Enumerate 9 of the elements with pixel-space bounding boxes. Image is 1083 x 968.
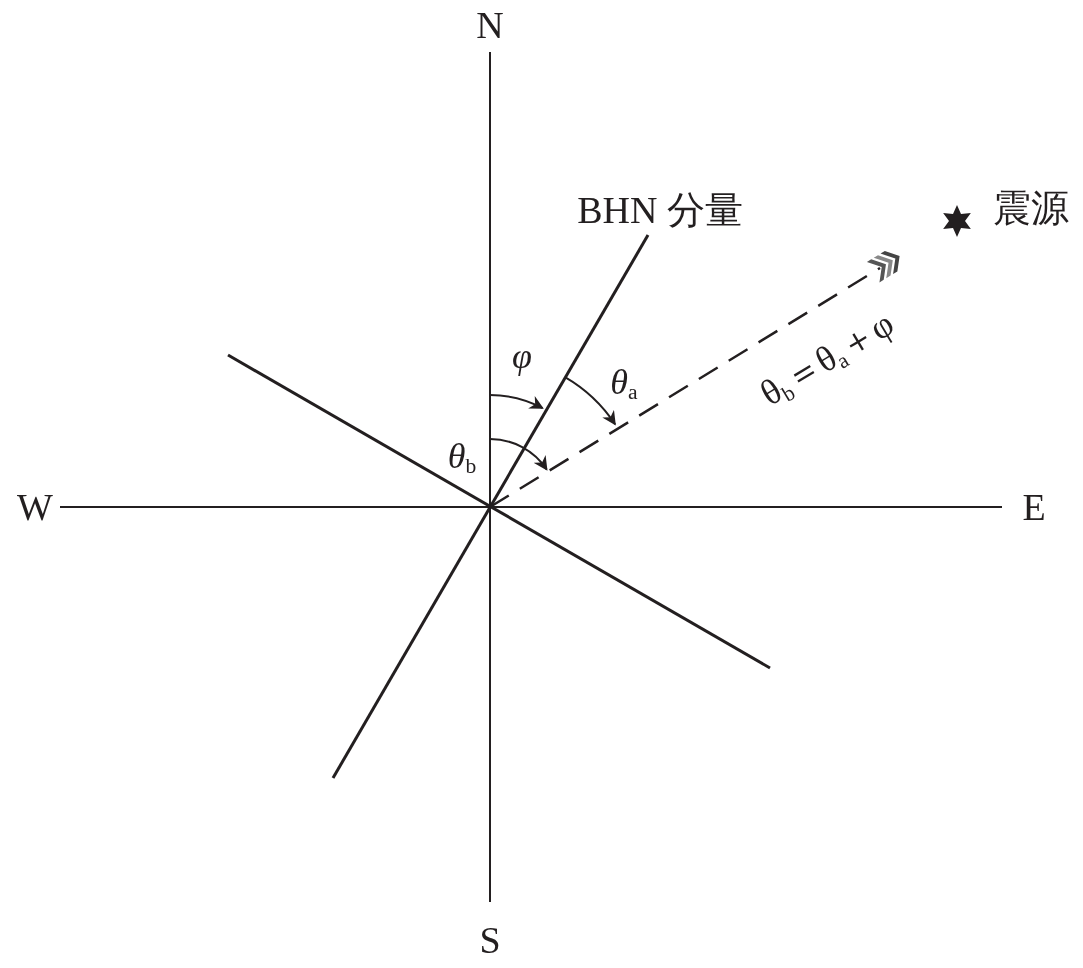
direction-label: E xyxy=(1022,488,1046,526)
direction-label: W xyxy=(17,488,53,526)
angle-label: θ$_{a}$ xyxy=(610,364,638,404)
angle-label: φ xyxy=(512,338,532,374)
angle-label: θ$_{b}$ xyxy=(447,438,477,478)
source-label: 震源 xyxy=(993,189,1069,227)
direction-label: N xyxy=(476,6,504,44)
component-label: BHN 分量 xyxy=(577,191,743,229)
direction-label: S xyxy=(479,921,501,959)
